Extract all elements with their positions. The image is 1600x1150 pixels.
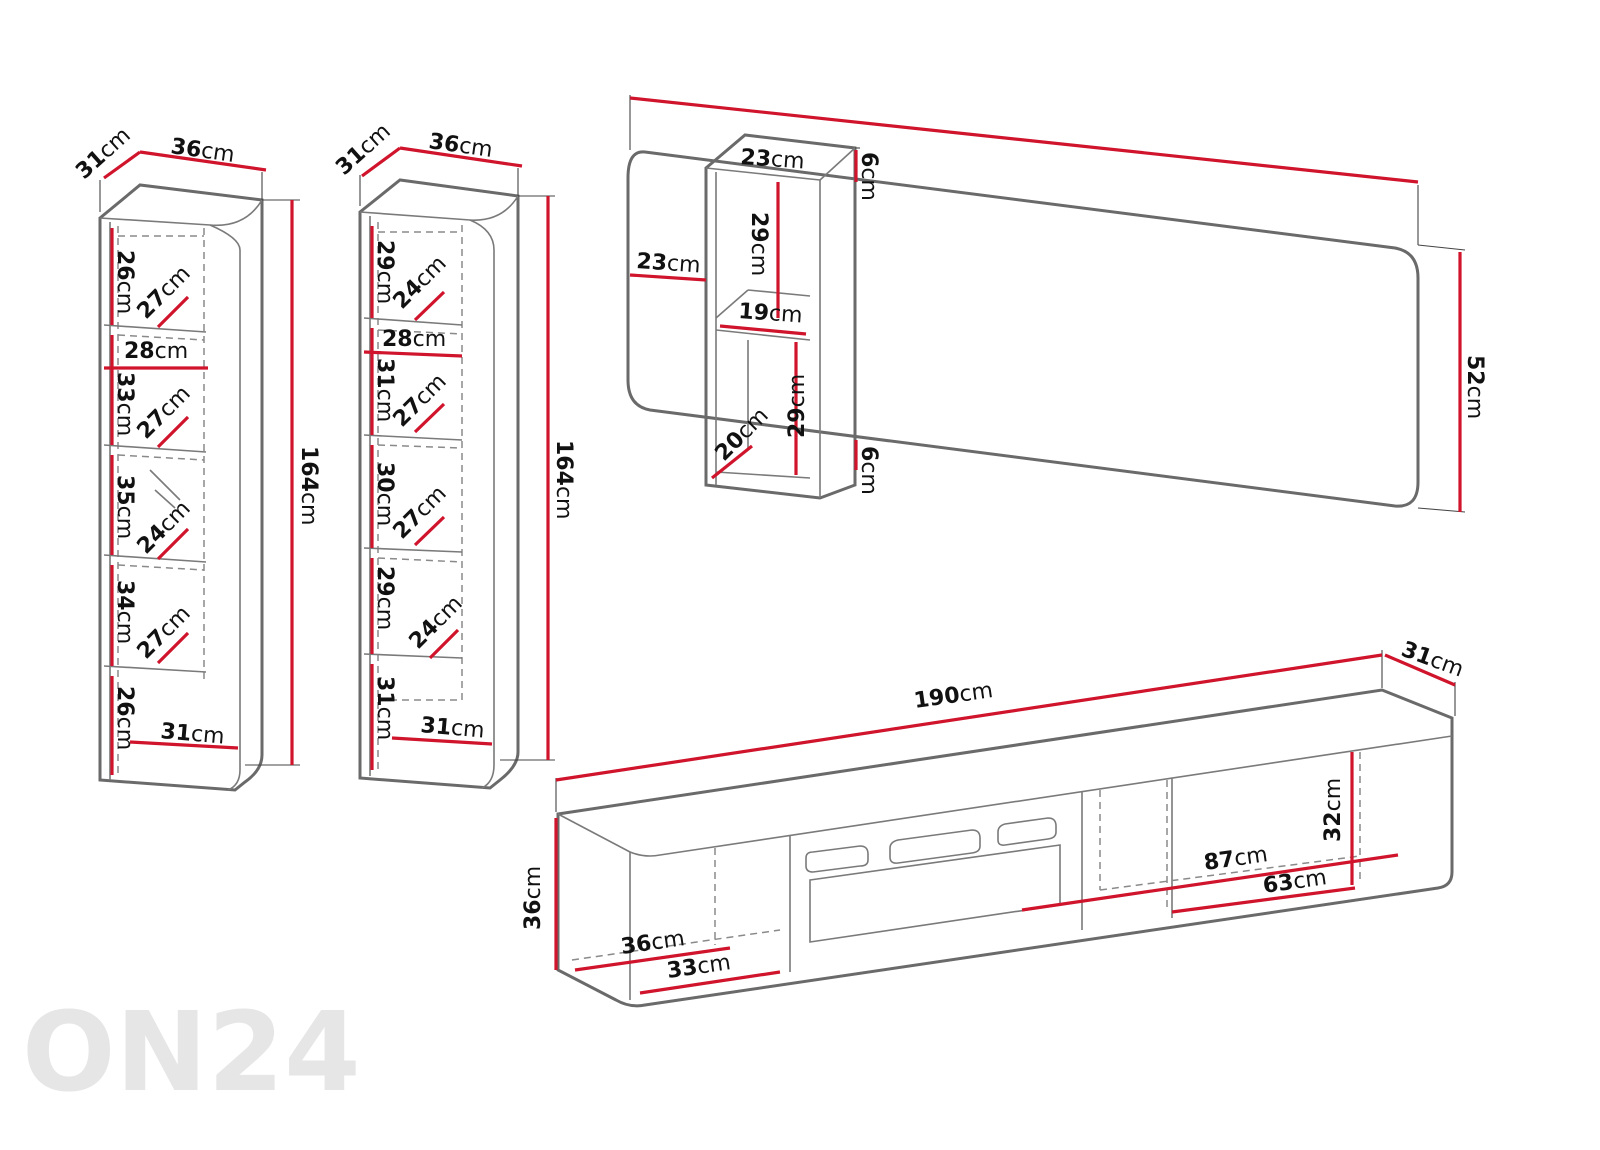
dimension-label-tall-left-width: 36cm	[169, 134, 236, 168]
dimension-label-tall-left-shelf-5: 26cm	[112, 686, 137, 750]
dimension-label-tv-left-depth: 36cm	[619, 926, 686, 960]
dimension-label-tv-right-height: 32cm	[1321, 778, 1346, 842]
dimension-label-tall-left-shelf-1: 26cm	[112, 250, 137, 314]
dimension-label-tall-right-bottom-depth: 31cm	[419, 713, 485, 743]
dimension-label-tall-left-depth: 31cm	[71, 123, 135, 185]
dimension-label-tall-left-inner-width: 28cm	[124, 339, 188, 364]
watermark-logo: ON24	[22, 988, 361, 1116]
dimension-label-tall-right-shelf-2: 31cm	[372, 358, 397, 422]
dimension-label-wall-inner-width: 19cm	[738, 299, 804, 328]
dimension-label-tall-left-shelf-3: 35cm	[112, 475, 137, 539]
dimension-label-tv-left-inner-depth: 33cm	[665, 950, 732, 984]
dimension-label-tall-right-height: 164cm	[551, 440, 576, 519]
dimension-label-tall-right-shelf-5: 31cm	[372, 676, 397, 740]
dimension-label-tall-left-shelf-depth-3: 24cm	[133, 496, 196, 559]
wall-panel-unit	[626, 95, 1466, 513]
dimension-label-wall-panel-height: 52cm	[1462, 355, 1487, 419]
dimension-label-tall-left-shelf-depth-1: 27cm	[133, 261, 196, 324]
dimension-label-wall-cube-height-top: 29cm	[746, 212, 771, 276]
dimension-label-tall-left-height: 164cm	[296, 446, 321, 525]
tall-cabinet-left	[98, 150, 300, 792]
dimension-label-tall-right-shelf-4: 29cm	[372, 566, 397, 630]
dimension-label-wall-cube-height-bottom: 29cm	[785, 374, 810, 438]
dimension-label-tall-right-shelf-3: 30cm	[372, 462, 397, 526]
dimension-label-tall-right-shelf-1: 29cm	[372, 240, 397, 304]
dimension-label-tall-right-width: 36cm	[427, 129, 494, 163]
dimension-label-tall-right-shelf-depth-4: 24cm	[405, 591, 468, 654]
dimension-label-wall-top-thickness: 6cm	[856, 152, 881, 201]
dimension-label-tall-left-shelf-2: 33cm	[112, 372, 137, 436]
dimension-label-tall-right-shelf-depth-2: 27cm	[389, 369, 452, 432]
dimension-label-tall-left-shelf-4: 34cm	[112, 580, 137, 644]
dimension-label-tall-right-shelf-depth-1: 24cm	[389, 251, 452, 314]
dimension-label-tv-length: 190cm	[912, 678, 994, 714]
dimension-label-tall-left-bottom-depth: 31cm	[159, 719, 225, 749]
dimension-label-wall-shelf-width: 23cm	[740, 145, 806, 174]
dimension-label-wall-shelf-depth: 23cm	[636, 249, 702, 278]
dimension-label-wall-inner-depth: 20cm	[711, 403, 774, 466]
tv-stand	[554, 650, 1456, 1008]
dimension-label-tv-height: 36cm	[521, 866, 546, 930]
dimension-label-tv-right-width: 63cm	[1261, 865, 1328, 899]
tall-cabinet-right	[358, 146, 555, 790]
dimension-label-tall-right-depth: 31cm	[331, 119, 395, 181]
dimension-label-wall-bottom-thickness: 6cm	[856, 446, 881, 495]
dimension-label-tv-compartment-width: 87cm	[1202, 842, 1269, 876]
dimension-label-tall-left-shelf-depth-2: 27cm	[133, 381, 196, 444]
dimension-label-tall-right-inner-width: 28cm	[382, 327, 446, 352]
dimension-label-tall-right-shelf-depth-3: 27cm	[389, 481, 452, 544]
